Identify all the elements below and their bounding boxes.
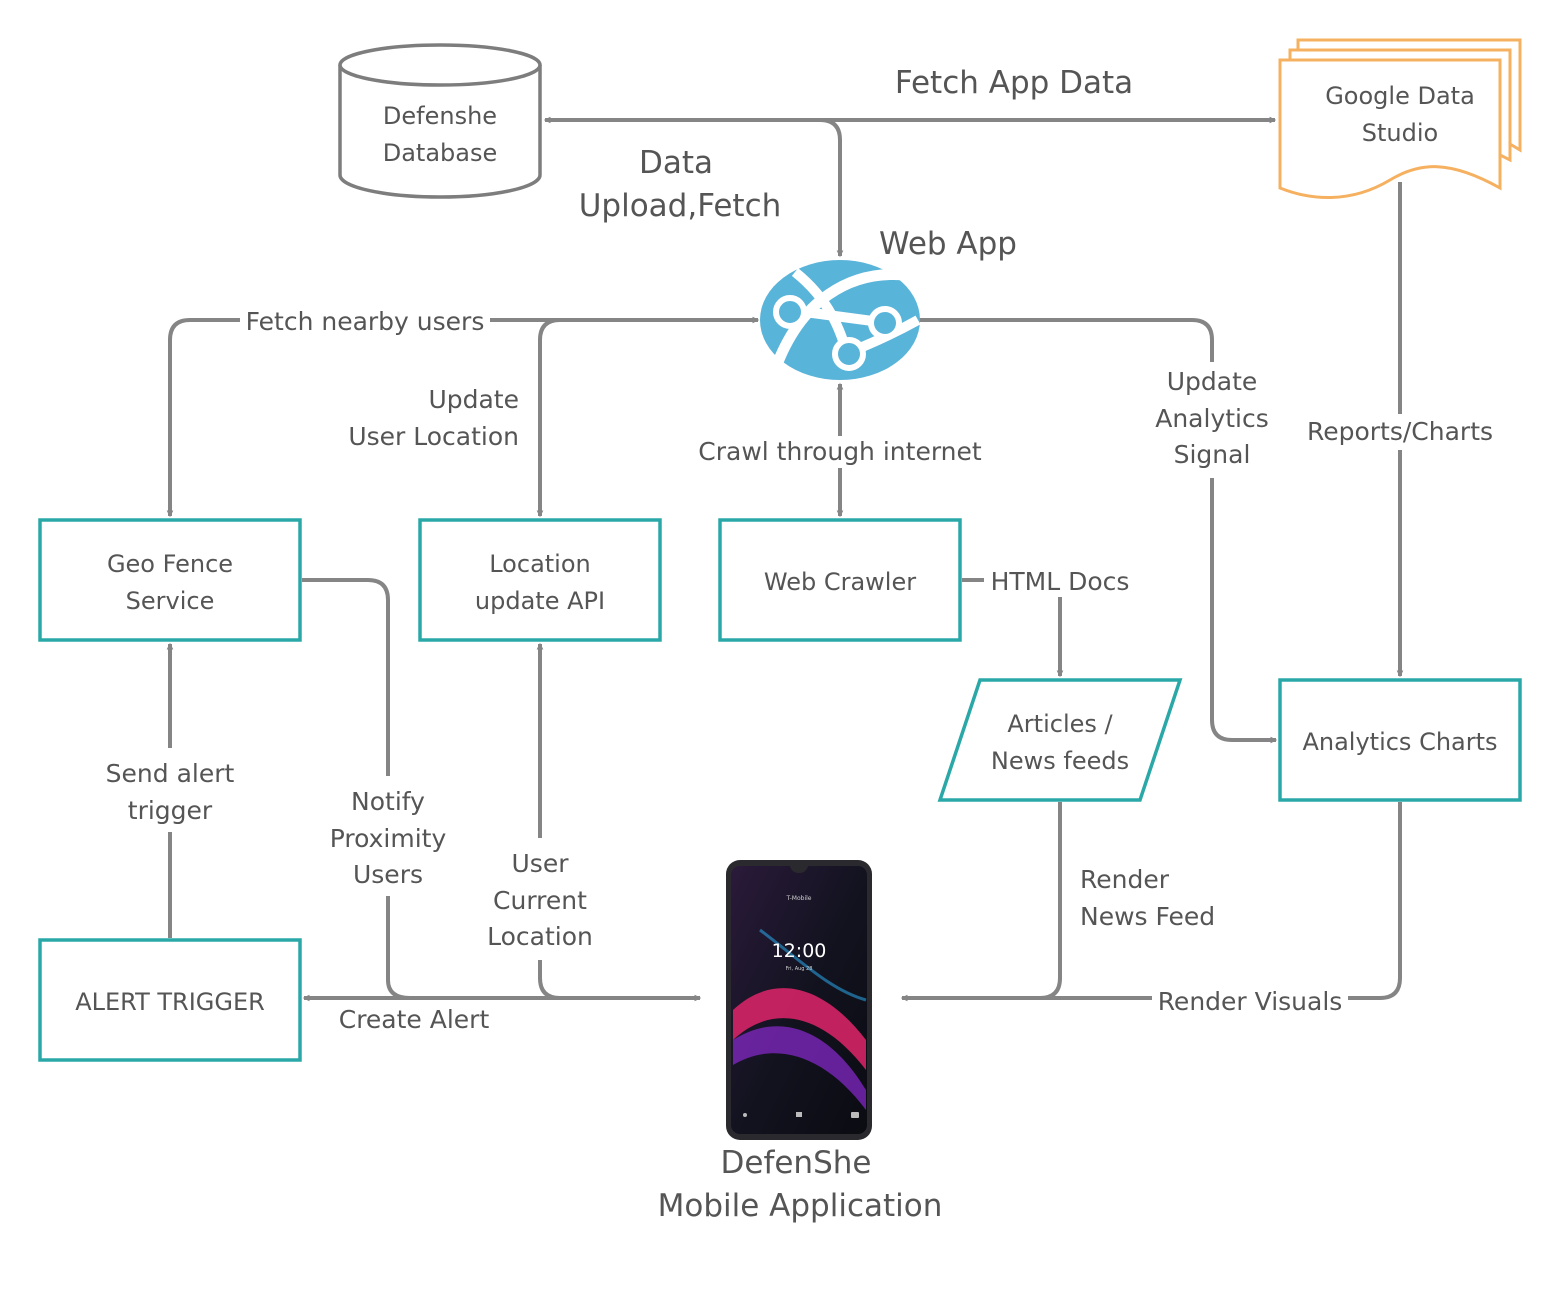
edges [170,120,1400,998]
edge-data-upload-fetch [819,118,840,256]
geo-fence-node: Geo Fence Service [38,518,302,642]
articles-label-line1: Articles / [1007,710,1113,738]
label-html-docs: HTML Docs [991,567,1130,596]
label-user-location-line2: Current [493,886,587,915]
label-notify-line1: Notify [351,787,425,816]
edge-render-news-feed [902,802,1062,998]
label-create-alert: Create Alert [339,1005,490,1034]
phone-mic-icon [743,1113,747,1117]
label-notify-line2: Proximity [330,824,447,853]
label-fetch-nearby-users: Fetch nearby users [246,307,485,336]
label-send-alert-line2: trigger [128,796,213,825]
edge-fetch-nearby-users [170,320,758,516]
label-reports-charts: Reports/Charts [1307,417,1493,446]
articles-node: Articles / News feeds [937,678,1183,802]
label-user-location-line1: User [512,849,570,878]
label-update-analytics-line1: Update [1167,367,1258,396]
database-label-line1: Defenshe [383,102,497,130]
alert-trigger-node: ALERT TRIGGER [38,938,302,1062]
edge-update-user-location [540,318,561,516]
label-update-analytics-line3: Signal [1174,440,1251,469]
phone-lock-icon [796,1112,802,1117]
label-render-news-line2: News Feed [1080,902,1215,931]
geo-fence-label-line2: Service [126,587,215,615]
database-node: Defenshe Database [338,43,542,199]
label-fetch-app-data: Fetch App Data [895,65,1133,101]
edge-labels: Fetch App Data Data Upload,Fetch Fetch n… [100,65,1500,1034]
data-studio-label-line2: Studio [1362,119,1438,147]
analytics-label: Analytics Charts [1302,728,1497,756]
label-send-alert-line1: Send alert [106,759,235,788]
mobile-app-label-line1: DefenShe [721,1145,872,1181]
label-render-news-line1: Render [1080,865,1170,894]
location-api-node: Location update API [418,518,662,642]
articles-label-line2: News feeds [991,747,1129,775]
mobile-phone-image: T-Mobile 12:00 Fri, Aug 28 [726,860,872,1140]
label-update-location-line2: User Location [348,422,519,451]
label-data-upload-line2: Upload,Fetch [579,188,782,224]
alert-trigger-label: ALERT TRIGGER [75,988,265,1016]
data-studio-label-line1: Google Data [1325,82,1475,110]
label-crawl-internet: Crawl through internet [698,437,982,466]
mobile-app-label-line2: Mobile Application [658,1188,943,1224]
phone-carrier: T-Mobile [786,895,812,902]
label-user-location-line3: Location [487,922,593,951]
label-data-upload-line1: Data [639,145,713,181]
phone-time: 12:00 [772,940,827,962]
label-update-analytics-line2: Analytics [1155,404,1269,433]
web-app-icon [760,260,921,380]
database-label-line2: Database [383,139,498,167]
web-crawler-node: Web Crawler [718,518,962,642]
phone-date: Fri, Aug 28 [786,966,813,972]
label-update-location-line1: Update [428,385,519,414]
data-studio-node: Google Data Studio [1278,38,1522,200]
edge-update-analytics-signal [918,318,1276,740]
edge-render-visuals [1040,802,1402,1000]
web-app-label: Web App [879,226,1017,262]
web-crawler-label: Web Crawler [764,568,916,596]
location-api-label-line1: Location [489,550,591,578]
phone-camera-icon [851,1112,859,1118]
label-render-visuals: Render Visuals [1158,987,1343,1016]
location-api-label-line2: update API [475,587,605,615]
geo-fence-label-line1: Geo Fence [107,550,233,578]
analytics-node: Analytics Charts [1278,678,1522,802]
label-notify-line3: Users [353,860,423,889]
